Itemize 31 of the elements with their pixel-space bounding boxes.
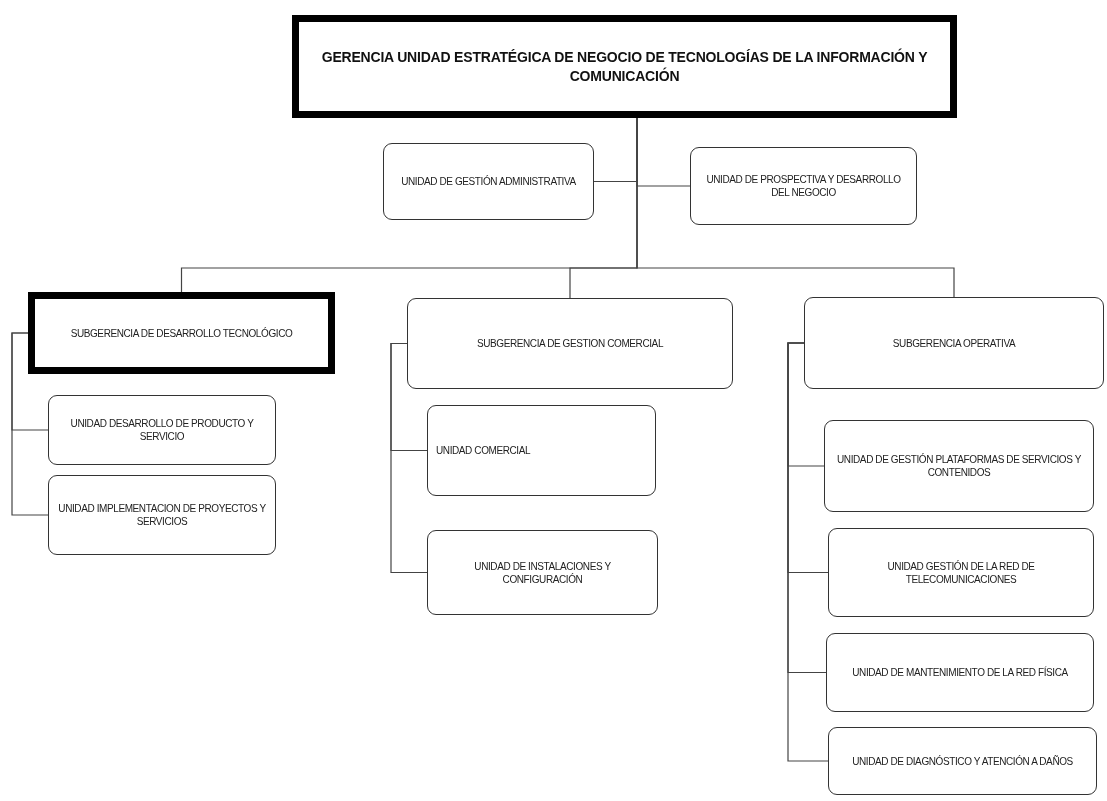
unit-name: UNIDAD GESTIÓN DE LA RED DE TELECOMUNICACIONES <box>886 559 1036 586</box>
org-box <box>383 143 594 220</box>
org-box <box>48 475 276 555</box>
connector-line <box>390 342 428 574</box>
org-box <box>48 395 276 465</box>
org-box <box>826 633 1094 712</box>
unit-name: GERENCIA UNIDAD ESTRATÉGICA DE NEGOCIO DE TECNOLOGÍAS DE LA INFORMACIÓN Y COMUNICACIÓN <box>320 48 929 85</box>
unit-name: UNIDAD COMERCIAL <box>436 444 531 457</box>
connector-line <box>11 332 49 516</box>
unit-name: UNIDAD DE GESTIÓN PLATAFORMAS DE SERVICIOS Y CONTENIDOS <box>836 453 1082 479</box>
unit-name: UNIDAD IMPLEMENTACION DE PROYECTOS Y SERVICIOS <box>57 502 267 528</box>
org-box <box>427 530 658 615</box>
unit-name: UNIDAD DESARROLLO DE PRODUCTO Y SERVICIO <box>69 417 255 443</box>
org-box <box>824 420 1094 512</box>
org-box <box>28 292 335 374</box>
unit-name: UNIDAD DE DIAGNÓSTICO Y ATENCIÓN A DAÑOS <box>852 754 1073 768</box>
org-box <box>292 15 957 118</box>
org-box <box>828 727 1097 795</box>
unit-name: SUBGERENCIA OPERATIVA <box>892 336 1016 350</box>
org-box <box>407 298 733 389</box>
unit-name: UNIDAD DE GESTIÓN ADMINISTRATIVA <box>401 175 576 188</box>
connector-line <box>787 342 829 762</box>
org-box <box>804 297 1104 389</box>
unit-name: SUBGERENCIA DE GESTION COMERCIAL <box>476 337 664 350</box>
org-box <box>690 147 917 225</box>
unit-name: UNIDAD DE INSTALACIONES Y CONFIGURACIÓN <box>473 559 612 586</box>
unit-name: SUBGERENCIA DE DESARROLLO TECNOLÓGICO <box>70 326 293 340</box>
org-box <box>427 405 656 496</box>
unit-name: UNIDAD DE MANTENIMIENTO DE LA RED FÍSICA <box>852 666 1068 679</box>
unit-name: UNIDAD DE PROSPECTIVA Y DESARROLLO DEL NEGOCIO <box>705 173 902 199</box>
org-box <box>828 528 1094 617</box>
